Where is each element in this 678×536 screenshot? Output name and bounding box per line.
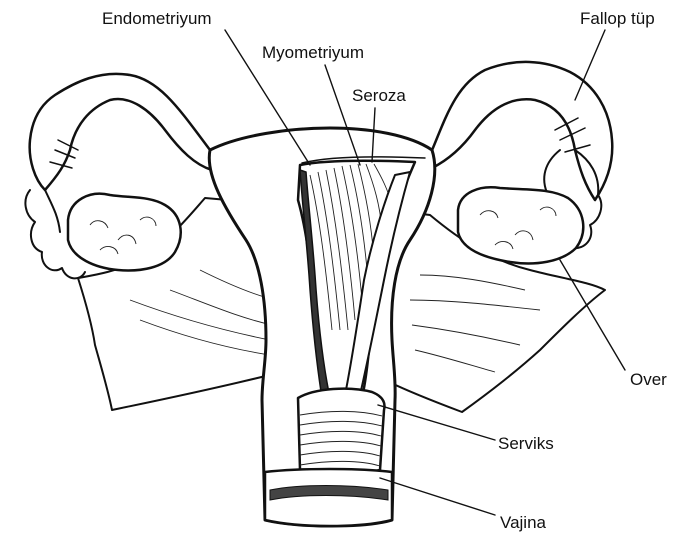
label-cervix: Serviks: [498, 434, 554, 453]
fallopian-tube-right: [430, 62, 612, 200]
label-ovary: Over: [630, 370, 667, 389]
label-fallopian-tube: Fallop tüp: [580, 9, 655, 28]
leader-vagina: [380, 478, 495, 515]
ovary-left: [68, 194, 181, 271]
label-myometrium: Myometriyum: [262, 43, 364, 62]
fallopian-tube-left: [30, 74, 212, 190]
label-vagina: Vajina: [500, 513, 547, 532]
ovary-right: [458, 187, 583, 263]
label-serosa: Seroza: [352, 86, 406, 105]
label-endometrium: Endometriyum: [102, 9, 212, 28]
